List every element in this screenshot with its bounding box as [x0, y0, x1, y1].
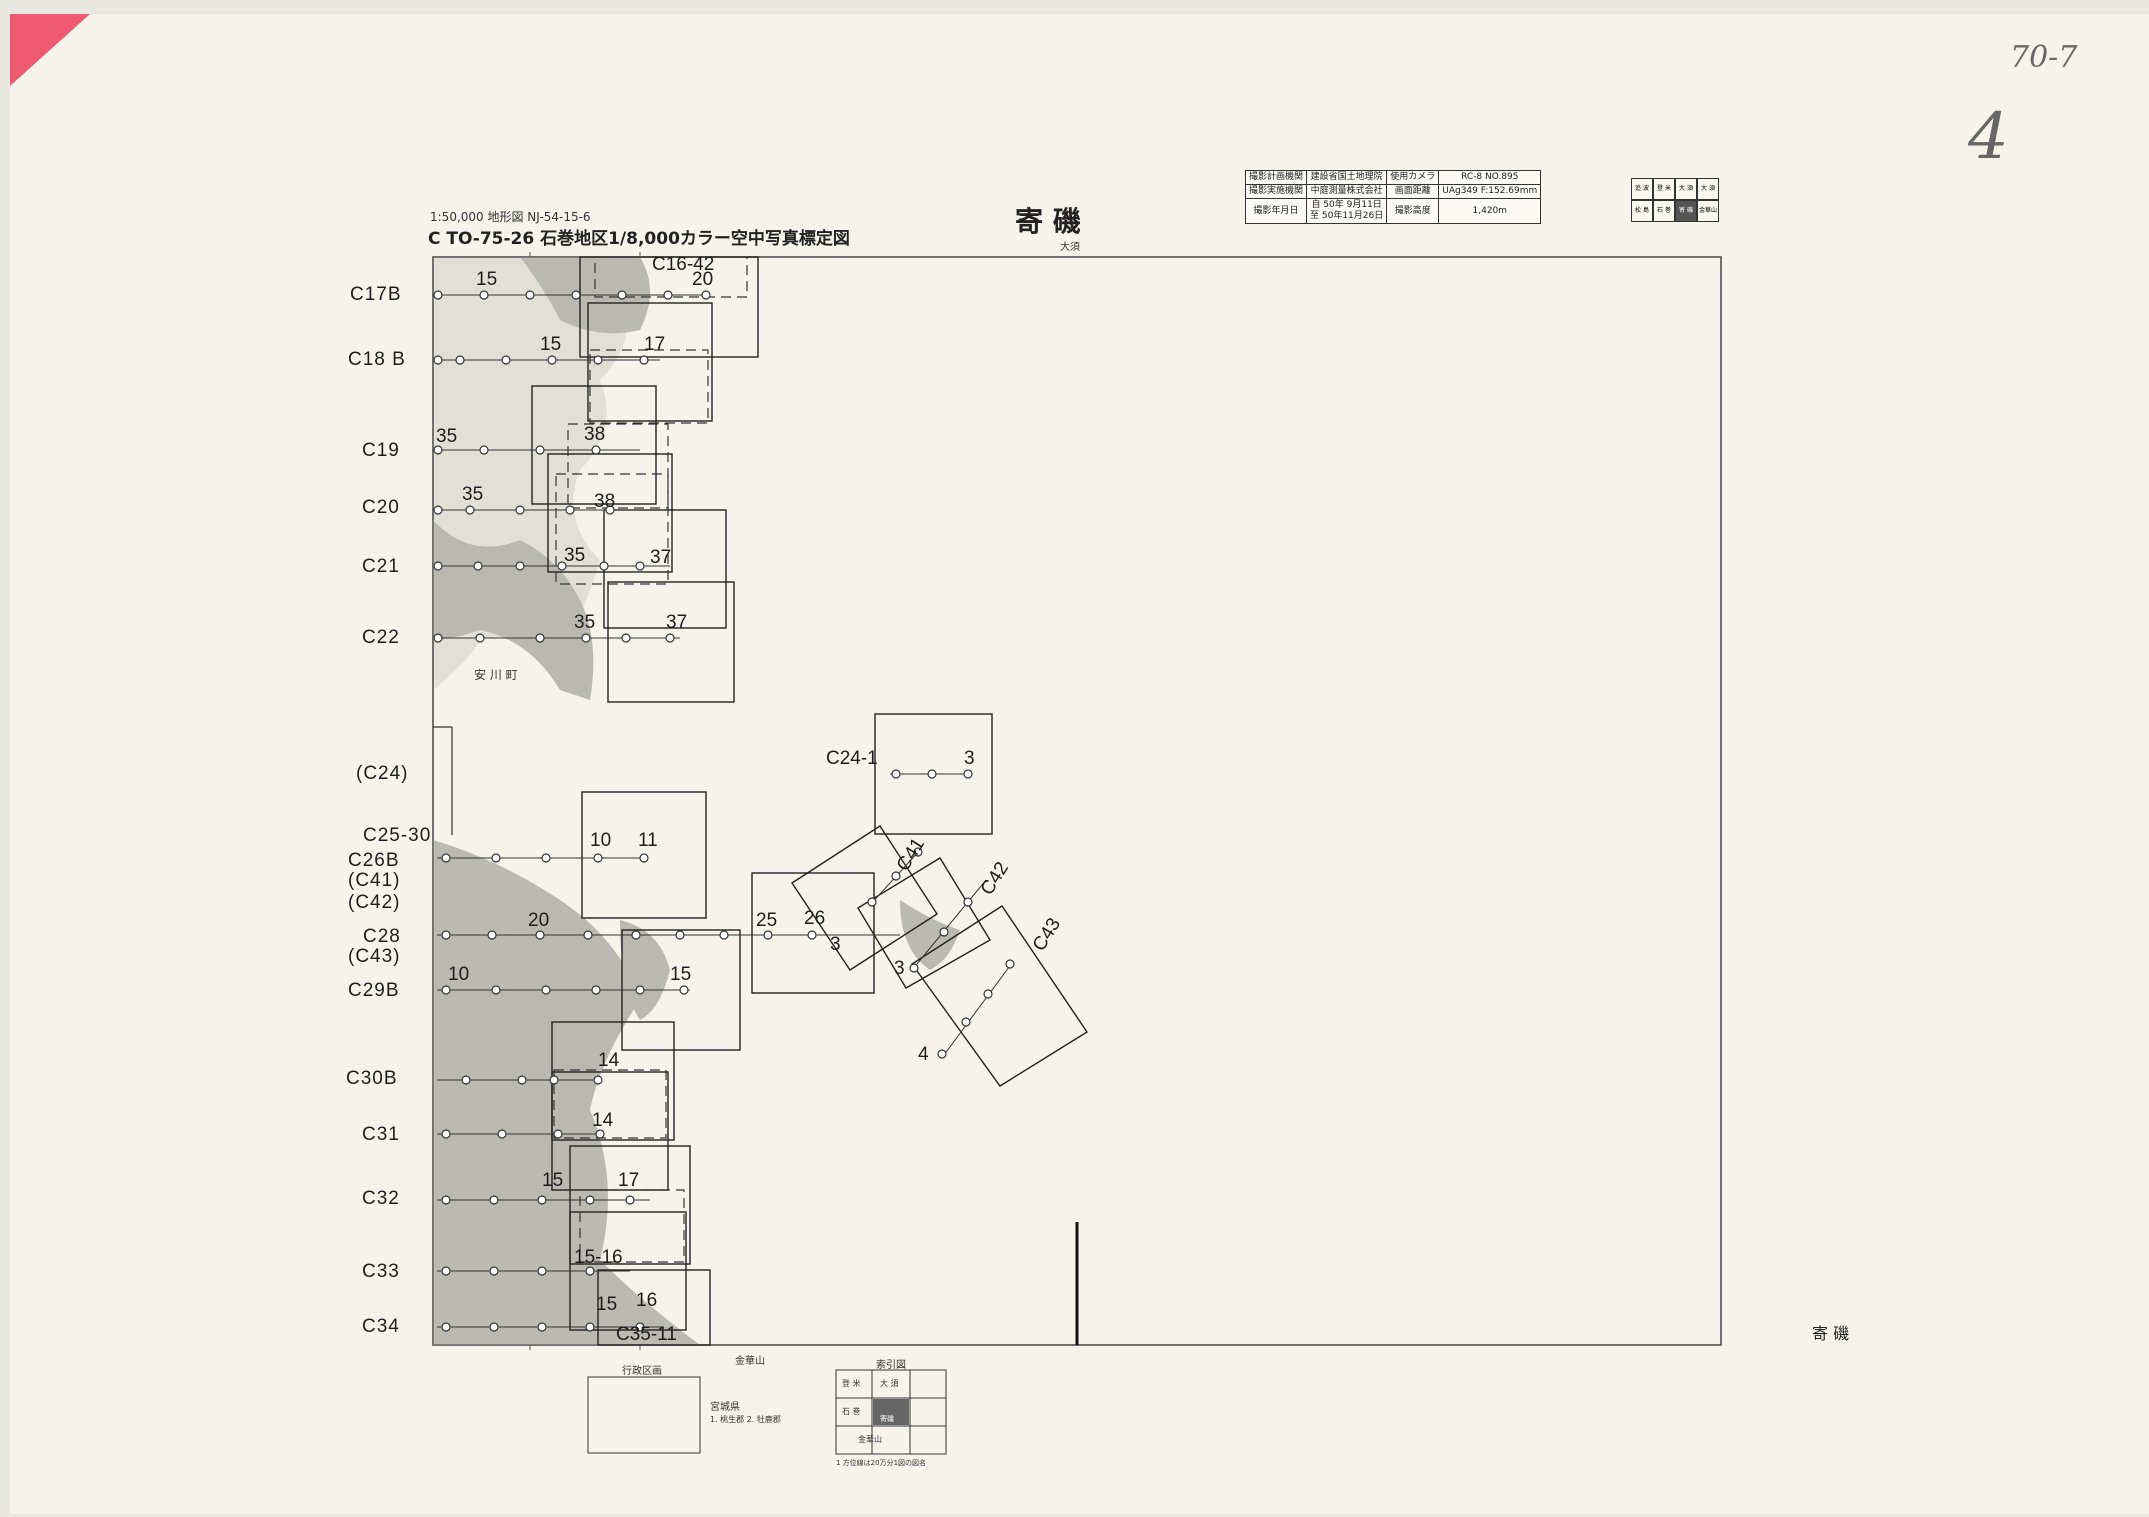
strip-label: C28: [363, 926, 401, 947]
admin-legend-box: [587, 1376, 701, 1454]
photo-number: 17: [618, 1170, 640, 1191]
index-legend-current-cell: [873, 1399, 909, 1425]
photo-number: 14: [592, 1110, 614, 1131]
photo-number: 35: [436, 426, 458, 447]
altitude-label: 撮影高度: [1386, 198, 1440, 224]
photo-number: C16-42: [652, 254, 715, 275]
strip-label: C21: [362, 556, 400, 577]
strip-label: C34: [362, 1316, 400, 1337]
photo-info-table: 撮影計画機関 建設省国土地理院 使用カメラ RC-8 NO.895 撮影実施機関…: [1244, 170, 1542, 224]
admin-legend-items: 1. 桃生郡 2. 牡鹿郡: [710, 1415, 781, 1424]
date-label: 撮影年月日: [1244, 198, 1308, 224]
strip-label: C22: [362, 627, 400, 648]
index-legend-cell: 金華山: [858, 1435, 882, 1444]
strip-label: C29B: [348, 980, 400, 1001]
index-cell: 石 巻: [1653, 200, 1675, 222]
index-cell: 登 米: [1653, 178, 1675, 200]
photo-number: 11: [638, 830, 658, 851]
town-label: 安 川 町: [474, 668, 518, 682]
index-cell: 追 波: [1631, 178, 1653, 200]
altitude-value: 1,420m: [1438, 198, 1542, 224]
strip-label: C25-30: [363, 825, 432, 846]
map-name-footer: 寄 磯: [1812, 1324, 1850, 1343]
photo-number: 26: [804, 908, 826, 929]
adjacent-sheet-index: 追 波 登 米 大 須 大 須 松 島 石 巻 寄 磯 金華山: [1631, 178, 1719, 222]
index-legend-cell: 石 巻: [842, 1407, 861, 1416]
photo-number: 37: [650, 547, 672, 568]
index-cell: 大 須: [1675, 178, 1697, 200]
photo-footprints: [531, 256, 1088, 1346]
photo-centres: [433, 290, 1015, 1332]
date-value-1: 自 50年 9月11日: [1311, 200, 1382, 210]
index-legend-cell: 大 須: [880, 1379, 899, 1388]
red-corner-tab: [10, 14, 90, 86]
photo-number: 37: [666, 612, 688, 633]
photo-number: 15: [596, 1294, 618, 1315]
frame-ticks: [529, 252, 641, 1350]
strip-label: (C24): [356, 763, 409, 784]
photo-number: 20: [528, 910, 550, 931]
map-name: 寄 磯: [1015, 205, 1081, 238]
admin-legend-pref: 宮城県: [710, 1402, 740, 1413]
project-title: C TO-75-26 石巻地区1/8,000カラー空中写真標定図: [428, 229, 850, 249]
index-cell: 金華山: [1697, 200, 1719, 222]
photo-number: 3: [964, 748, 975, 769]
photo-number: 15: [542, 1170, 564, 1191]
photo-number: 35: [574, 612, 596, 633]
photo-footprints-dashed: [553, 256, 748, 1263]
photo-number: 10: [590, 830, 612, 851]
photo-number: 15: [540, 334, 562, 355]
strip-label: C18 B: [348, 349, 406, 370]
photo-number: C24-1: [826, 748, 878, 769]
handwritten-number: 4: [1968, 100, 2009, 174]
photo-number: 25: [756, 910, 778, 931]
photo-number: 38: [594, 491, 616, 512]
photo-number: 35: [564, 545, 586, 566]
photo-number: 4: [918, 1044, 929, 1065]
strip-label: C30B: [346, 1068, 398, 1089]
photo-number: 38: [584, 424, 606, 445]
strip-label: C17B: [350, 284, 402, 305]
index-legend-cell-current: 寄磯: [880, 1415, 894, 1423]
strip-label: C20: [362, 497, 400, 518]
photo-number: C35-11: [616, 1324, 677, 1345]
date-value-2: 至 50年11月26日: [1310, 211, 1384, 221]
strip-label: C31: [362, 1124, 400, 1145]
photo-number: 10: [448, 964, 470, 985]
photo-number: 20: [692, 269, 714, 290]
coastline-land: [433, 257, 960, 1345]
date-values: 自 50年 9月11日至 50年11月26日: [1306, 198, 1388, 224]
photo-number: 3: [894, 958, 905, 979]
photo-number: 16: [636, 1290, 658, 1311]
index-legend-title: 索引図: [876, 1360, 906, 1371]
index-cell: 大 須: [1697, 178, 1719, 200]
index-legend-cell: 登 米: [842, 1379, 861, 1388]
admin-legend-title: 行政区画: [622, 1366, 662, 1377]
strip-label: C33: [362, 1261, 400, 1282]
photo-number: 15: [476, 269, 498, 290]
photo-number: 35: [462, 484, 484, 505]
map-sheet: [10, 14, 2149, 1514]
strip-label: (C43): [348, 946, 401, 967]
photo-number: 15-16: [574, 1247, 623, 1268]
strip-label: (C42): [348, 892, 401, 913]
photo-number: 3: [830, 934, 841, 955]
index-legend-grid: [835, 1369, 947, 1455]
sheet-code: 1:50,000 地形図 NJ-54-15-6: [430, 210, 591, 224]
strip-label: (C41): [348, 870, 401, 891]
index-legend-note: 1 方位線は20万分1図の図名: [836, 1459, 927, 1467]
handwritten-code: 70-7: [2010, 40, 2078, 75]
strip-label: C26B: [348, 850, 400, 871]
photo-number: 15: [670, 964, 692, 985]
north-neighbor-label: 大須: [1060, 242, 1080, 253]
south-neighbor-label: 金華山: [735, 1356, 765, 1367]
index-cell-current: 寄 磯: [1675, 200, 1697, 222]
photo-number: 14: [598, 1050, 620, 1071]
index-cell: 松 島: [1631, 200, 1653, 222]
strip-label: C32: [362, 1188, 400, 1209]
strip-label: C19: [362, 440, 400, 461]
photo-number: 17: [644, 334, 666, 355]
